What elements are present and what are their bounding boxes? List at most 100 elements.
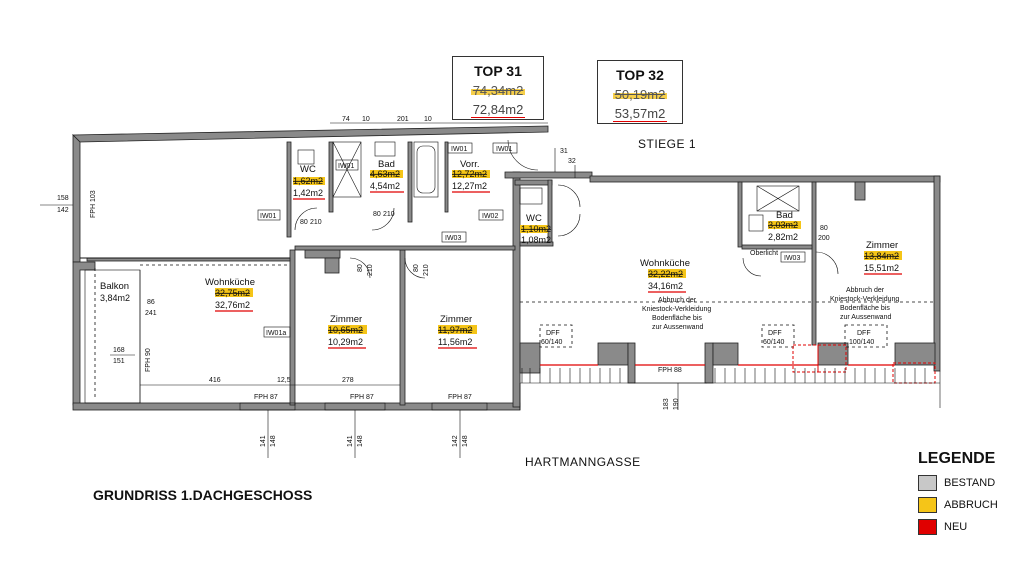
dim-fph90: FPH 90 xyxy=(145,348,152,372)
room-labels: WC 1,62m2 1,42m2 Bad 4,63m2 4,54m2 Vorr.… xyxy=(100,159,902,349)
fixtures xyxy=(40,122,941,458)
tag-iw01a: IW01 xyxy=(260,213,276,220)
top32-new-area: 53,57m2 xyxy=(612,106,668,122)
dff1-label: DFF xyxy=(546,330,560,337)
legend-swatch-abbruch xyxy=(918,497,937,513)
dim-183: 183 xyxy=(663,398,670,410)
dim-148c: 148 xyxy=(462,435,469,447)
note-abbruch1-line1: Abbruch der xyxy=(658,297,697,304)
top32-old-area: 50,19m2 xyxy=(612,87,668,102)
room-name-bad1: Bad xyxy=(378,159,395,170)
dim-80c: 80 xyxy=(357,264,364,272)
top32-title: TOP 32 xyxy=(616,67,664,83)
legend-item-bestand: BESTAND xyxy=(918,472,1018,494)
dim-241: 241 xyxy=(145,310,157,317)
room-name-wc2: WC xyxy=(526,213,542,224)
legend-item-abbruch: ABBRUCH xyxy=(918,494,1018,516)
street-label: HARTMANNGASSE xyxy=(525,455,641,469)
dim-210b: 210 xyxy=(383,211,395,218)
dim-10b: 10 xyxy=(424,116,432,123)
dim-fph87c: FPH 87 xyxy=(448,394,472,401)
dim-201: 201 xyxy=(397,116,409,123)
dim-148a: 148 xyxy=(270,435,277,447)
dim-86: 86 xyxy=(147,299,155,306)
top32-box: TOP 32 50,19m2 53,57m2 xyxy=(597,60,683,124)
legend-label-bestand: BESTAND xyxy=(944,477,996,489)
legend-swatch-neu xyxy=(918,519,937,535)
tag-iw03a: IW03 xyxy=(445,235,461,242)
tag-iw01d: IW01 xyxy=(496,146,512,153)
note-abbruch1-line2: Kniestock-Verkleidung xyxy=(642,306,711,313)
dff2-size: 60/140 xyxy=(763,339,785,346)
dff1-size: 60/140 xyxy=(541,339,563,346)
room-name-zim1: Zimmer xyxy=(330,314,362,325)
top31-new-area: 72,84m2 xyxy=(470,102,526,118)
top31-box: TOP 31 74,34m2 72,84m2 xyxy=(452,56,544,120)
room-new-wohn1: 32,76m2 xyxy=(215,300,250,310)
dim-190: 190 xyxy=(673,398,680,410)
room-old-wc1: 1,62m2 xyxy=(293,176,323,186)
dim-fph87b: FPH 87 xyxy=(350,394,374,401)
dim-151: 151 xyxy=(113,358,125,365)
demolition-notes: Abbruch der Kniestock-Verkleidung Bodenf… xyxy=(642,287,899,331)
room-name-zim3: Zimmer xyxy=(866,240,898,251)
tag-iw01c: IW01 xyxy=(451,146,467,153)
wall-tags: IW01 IW01 IW01 IW01 IW02 IW03 IW03 IW01a xyxy=(257,142,806,338)
dim-80e: 80 xyxy=(820,225,828,232)
note-abbruch2-line4: zur Aussenwand xyxy=(840,314,891,321)
room-old-wohn1: 32,75m2 xyxy=(215,288,250,298)
dim-200: 200 xyxy=(818,235,830,242)
dim-210a: 210 xyxy=(310,219,322,226)
top31-title: TOP 31 xyxy=(474,63,522,79)
note-abbruch2-line1: Abbruch der xyxy=(846,287,885,294)
dim-148b: 148 xyxy=(357,435,364,447)
dim-80a: 80 xyxy=(300,219,308,226)
legend-label-abbruch: ABBRUCH xyxy=(944,499,998,511)
dim-168: 168 xyxy=(113,347,125,354)
room-old-bad1: 4,63m2 xyxy=(370,169,400,179)
stair-label: STIEGE 1 xyxy=(638,137,697,151)
tag-iw03b: IW03 xyxy=(784,255,800,262)
room-name-wohn2: Wohnküche xyxy=(640,258,690,269)
dff2-label: DFF xyxy=(768,330,782,337)
room-old-bad2: 3,03m2 xyxy=(768,220,798,230)
tag-iw01b: IW01 xyxy=(338,163,354,170)
dim-142b: 142 xyxy=(452,435,459,447)
tag-iw01e: IW01a xyxy=(266,330,286,337)
dim-32: 32 xyxy=(568,158,576,165)
room-old-vorr: 12,72m2 xyxy=(452,169,487,179)
room-name-balkon: Balkon xyxy=(100,281,129,292)
legend: LEGENDE BESTAND ABBRUCH NEU xyxy=(918,450,1018,538)
tag-iw02: IW02 xyxy=(482,213,498,220)
note-abbruch1-line3: Bodenfläche bis xyxy=(652,315,702,322)
legend-item-neu: NEU xyxy=(918,516,1018,538)
room-new-bad2: 2,82m2 xyxy=(768,232,798,242)
dim-31: 31 xyxy=(560,148,568,155)
dim-fph87a: FPH 87 xyxy=(254,394,278,401)
room-old-zim3: 13,84m2 xyxy=(864,251,899,261)
room-new-wc2: 1,08m2 xyxy=(521,235,551,245)
room-name-zim2: Zimmer xyxy=(440,314,472,325)
dim-158: 158 xyxy=(57,195,69,202)
dim-210c: 210 xyxy=(367,264,374,276)
room-name-bad2: Bad xyxy=(776,210,793,221)
dim-141a: 141 xyxy=(260,435,267,447)
dim-fph103: FPH 103 xyxy=(90,190,97,218)
room-old-wohn2: 32,22m2 xyxy=(648,269,683,279)
room-old-zim1: 10,65m2 xyxy=(328,325,363,335)
legend-label-neu: NEU xyxy=(944,521,968,533)
room-new-wohn2: 34,16m2 xyxy=(648,281,683,291)
room-old-zim2: 11,97m2 xyxy=(438,325,472,335)
dim-10a: 10 xyxy=(362,116,370,123)
dim-141b: 141 xyxy=(347,435,354,447)
note-abbruch1-line4: zur Aussenwand xyxy=(652,324,703,331)
dim-278: 278 xyxy=(342,377,354,384)
dim-416: 416 xyxy=(209,377,221,384)
dim-74: 74 xyxy=(342,116,350,123)
room-new-bad1: 4,54m2 xyxy=(370,181,400,191)
legend-swatch-bestand xyxy=(918,475,937,491)
top31-old-area: 74,34m2 xyxy=(470,83,526,98)
room-new-vorr: 12,27m2 xyxy=(452,181,487,191)
dim-12-5: 12,5 xyxy=(277,377,291,384)
